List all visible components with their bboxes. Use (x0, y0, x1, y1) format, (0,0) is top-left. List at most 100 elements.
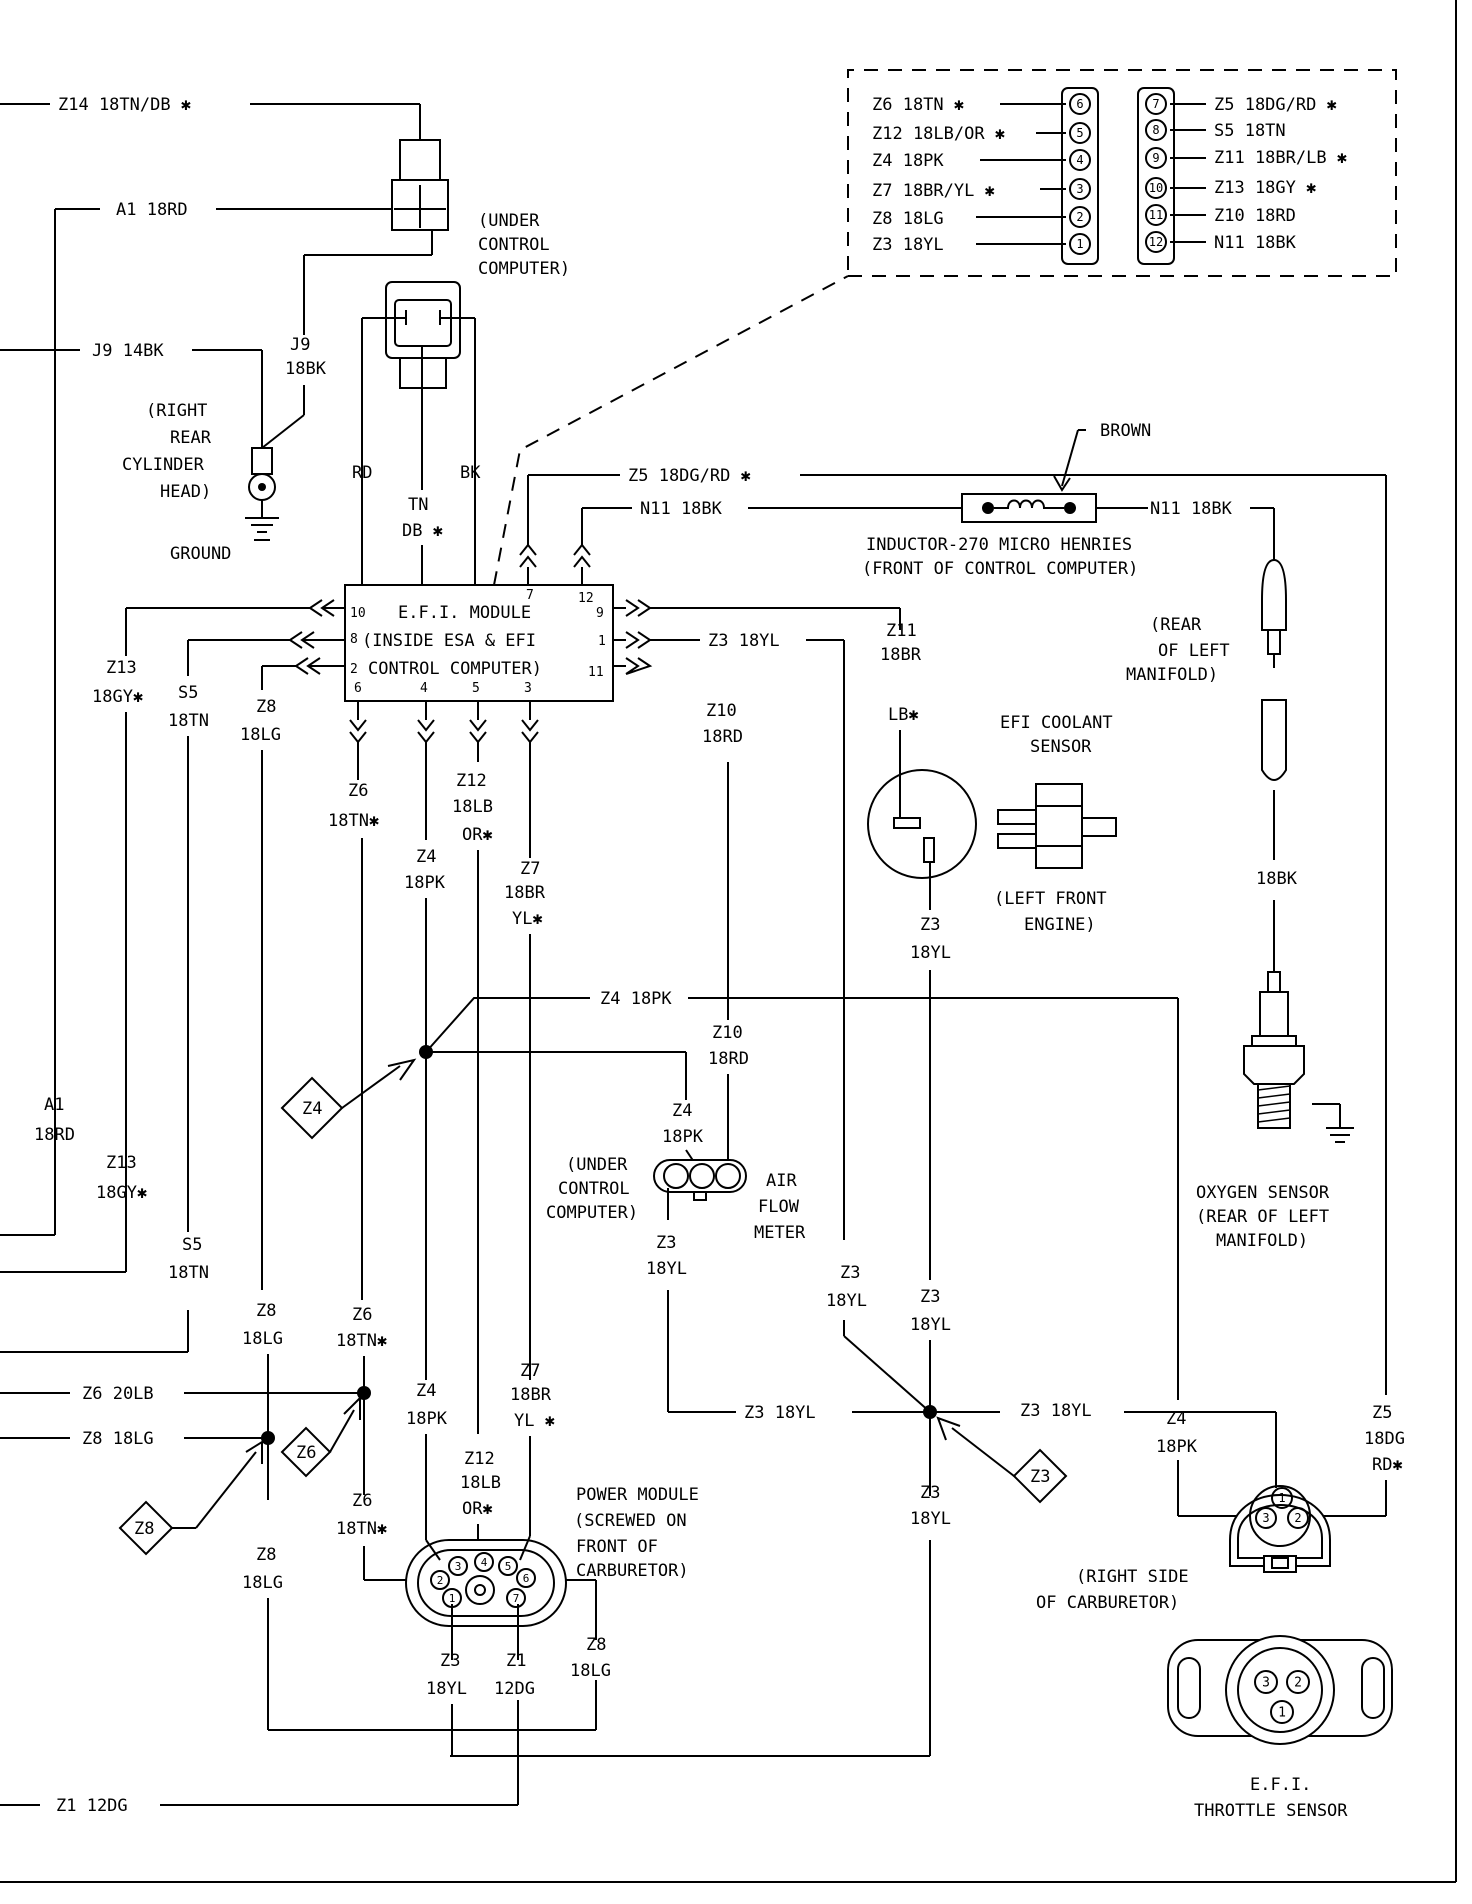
connector-pin-5-circle (1069, 122, 1091, 144)
z13-lower-line1: Z13 (106, 1153, 137, 1173)
z3-top-label: Z3 18YL (708, 631, 780, 651)
tps-connector-pin-1-circle (1271, 1487, 1293, 1509)
z4-airflow-line2: 18PK (662, 1127, 704, 1147)
z5-top-label: Z5 18DG/RD ✱ (628, 466, 751, 486)
z6-upper-line2: 18TN✱ (328, 811, 379, 831)
power-module-network: Z8 18LG Z6 18TN✱ Z6 Z8 Z6 18TN✱ Z8 18LG … (118, 1301, 597, 1731)
j9-18bk-line2: 18BK (285, 359, 327, 379)
z1-left-label: Z1 12DG (56, 1796, 128, 1816)
throttle-sensor-pin-1-circle (1270, 1700, 1294, 1724)
tps-connector: Z4 18PK Z5 18DG RD✱ 123 (RIGHT SIDE OF C… (1036, 1403, 1405, 1613)
z6-lower-line2: 18TN✱ (336, 1331, 387, 1351)
tn-label: TN (408, 495, 428, 515)
coolant-sensor: EFI COOLANT SENSOR (LEFT FRONT ENGINE) Z… (867, 713, 1117, 1280)
module-top-wires: Z5 18DG/RD ✱ N11 18BK N11 18BK BROWN IND… (527, 421, 1387, 1395)
module-bottom-wires: Z6 18TN✱ Z4 18PK Z12 18LB OR✱ Z7 18BR YL… (328, 742, 546, 1434)
pm-label-line4: CARBURETOR) (576, 1561, 689, 1581)
power-module-pin-3-circle (448, 1556, 468, 1576)
connector-pin-9: 9 (1152, 151, 1159, 165)
z7-upper-line2: 18BR (504, 883, 546, 903)
pin4: 4 (420, 681, 428, 696)
n11-right-label: N11 18BK (1150, 499, 1233, 519)
inductor-line1: INDUCTOR-270 MICRO HENRIES (866, 535, 1132, 555)
oxygen-label-line1: OXYGEN SENSOR (1196, 1183, 1330, 1203)
connector-pin-1-circle (1069, 233, 1091, 255)
airflow-under-line3: COMPUTER) (546, 1203, 638, 1223)
pin2-label: Z8 18LG (872, 209, 944, 229)
z13-upper-line1: Z13 (106, 658, 137, 678)
pin1-label: Z3 18YL (872, 235, 944, 255)
inductor-line2: (FRONT OF CONTROL COMPUTER) (862, 559, 1138, 579)
under-computer-line3: COMPUTER) (478, 259, 570, 279)
tps-loc-line1: (RIGHT SIDE (1076, 1567, 1189, 1587)
ground-loc-line3: CYLINDER (122, 455, 205, 475)
efi-module: E.F.I. MODULE (INSIDE ESA & EFI CONTROL … (344, 584, 614, 702)
module-line3: CONTROL COMPUTER) (368, 659, 542, 679)
z13-lower-line2: 18GY✱ (96, 1183, 147, 1203)
connector-pin-6-circle (1069, 93, 1091, 115)
airflow-label-line1: AIR (766, 1171, 797, 1191)
splice-z6-label: Z6 (296, 1443, 316, 1463)
rd-label: RD (352, 463, 372, 483)
module-right-wires: Z11 18BR LB✱ Z3 18YL Z10 18RD (650, 607, 922, 1240)
tps-connector-pin-1: 1 (1278, 1491, 1285, 1505)
pin12-label: N11 18BK (1214, 233, 1297, 253)
s5-lower-line2: 18TN (168, 1263, 209, 1283)
z12-lower-line1: Z12 (464, 1449, 495, 1469)
z4-upper-line2: 18PK (404, 873, 446, 893)
left-lower-labels: A1 18RD Z13 18GY✱ S5 18TN (34, 1095, 209, 1283)
pin7: 7 (526, 588, 534, 603)
connector-pin-11-circle (1145, 204, 1167, 226)
z4-splice-network: Z4 18PK Z4 18PK Z10 18RD Z4 (280, 989, 1179, 1400)
module-left-wires: Z13 18GY✱ S5 18TN Z8 18LG (0, 607, 310, 1353)
z3-mid-line1: Z3 (840, 1263, 860, 1283)
z3-airflow-line2: 18YL (646, 1259, 687, 1279)
tps-connector-pin-2: 2 (1294, 1511, 1301, 1525)
coolant-loc-line2: ENGINE) (1024, 915, 1096, 935)
z8-upper-line1: Z8 (256, 697, 276, 717)
power-module-pin-6-circle (516, 1568, 536, 1588)
z3-h-right-label: Z3 18YL (1020, 1401, 1092, 1421)
z10-top-line2: 18RD (702, 727, 743, 747)
z6-power-line1: Z6 (352, 1491, 372, 1511)
connector-pin-10: 10 (1149, 181, 1163, 195)
z6-upper-line1: Z6 (348, 781, 368, 801)
z12-upper-line3: OR✱ (462, 825, 493, 845)
z3-mid2-line1: Z3 (920, 1287, 940, 1307)
module-top-connector: RD TN DB ✱ BK (352, 281, 481, 585)
tps-connector-pin-2-circle (1287, 1507, 1309, 1529)
page-frame (0, 0, 1457, 1883)
connector-pin-5: 5 (1076, 126, 1083, 140)
power-module-pin-7: 7 (513, 1592, 520, 1605)
power-module-pin-1: 1 (449, 1592, 456, 1605)
power-module-pin-3: 3 (455, 1560, 462, 1573)
s5-upper-line1: S5 (178, 683, 198, 703)
z4-upper-line1: Z4 (416, 847, 436, 867)
pin8-label: S5 18TN (1214, 121, 1286, 141)
z8-upper-line2: 18LG (240, 725, 281, 745)
a1-lower-line2: 18RD (34, 1125, 75, 1145)
ground-loc-line1: (RIGHT (146, 401, 207, 421)
power-module-pin-4: 4 (481, 1556, 488, 1569)
pin8: 8 (350, 632, 358, 647)
z1-power-line1: Z1 (506, 1651, 526, 1671)
z3-coolant-line2: 18YL (910, 943, 951, 963)
connector-pin-3: 3 (1076, 182, 1083, 196)
tps-label-line1: E.F.I. (1250, 1775, 1311, 1795)
air-flow-meter: (UNDER CONTROL COMPUTER) AIR FLOW METER … (546, 1155, 806, 1413)
tps-connector-pin-3-circle (1255, 1507, 1277, 1529)
coolant-title-line1: EFI COOLANT (1000, 713, 1113, 733)
connector-pin-3-circle (1069, 178, 1091, 200)
connector-pin-8: 8 (1152, 123, 1159, 137)
pm-label-line2: (SCREWED ON (574, 1511, 687, 1531)
airflow-under-line1: (UNDER (566, 1155, 628, 1175)
j9-18bk-line1: J9 (290, 335, 310, 355)
coolant-loc-line1: (LEFT FRONT (994, 889, 1107, 909)
oxygen-label-line2: (REAR OF LEFT (1196, 1207, 1329, 1227)
brown-label: BROWN (1100, 421, 1151, 441)
z10-top-line1: Z10 (706, 701, 737, 721)
z3-mid-line2: 18YL (826, 1291, 867, 1311)
z6-20lb-label: Z6 20LB (82, 1384, 154, 1404)
